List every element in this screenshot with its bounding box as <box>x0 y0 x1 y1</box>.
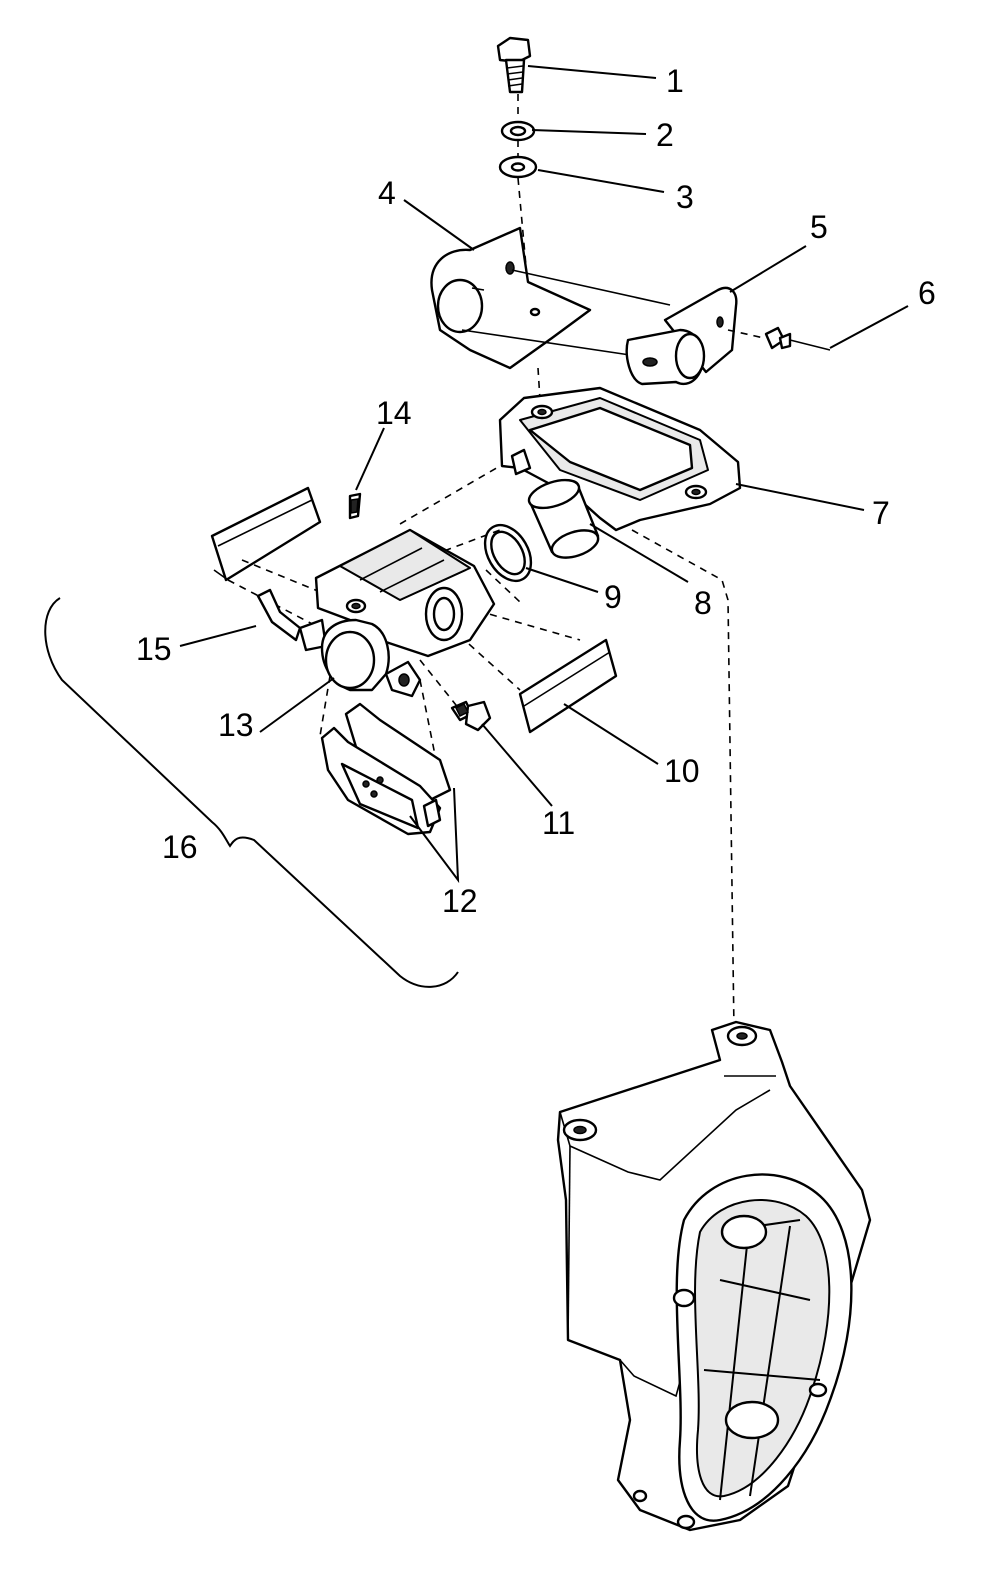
pin <box>727 326 831 351</box>
callout-10: 10 <box>664 753 700 789</box>
callout-14: 14 <box>376 395 412 431</box>
callout-11: 11 <box>542 805 575 841</box>
callout-15: 15 <box>136 631 172 667</box>
bleeder-screw <box>450 700 492 732</box>
callout-2: 2 <box>656 117 674 153</box>
assembly-axis-lower <box>631 529 735 1031</box>
callout-4: 4 <box>378 175 396 211</box>
right-mounting-bracket <box>625 286 738 386</box>
assembly-axis-bracket <box>537 367 541 401</box>
guide-lines <box>227 465 581 781</box>
caliper-housing <box>314 528 496 698</box>
callout-3: 3 <box>676 179 694 215</box>
callout-labels: 1 2 3 4 5 6 7 8 9 10 11 12 13 14 15 16 <box>136 63 936 919</box>
assembly-bracket <box>44 597 459 988</box>
piston <box>527 478 600 559</box>
callout-13: 13 <box>218 707 254 743</box>
callout-8: 8 <box>694 585 712 621</box>
callout-5: 5 <box>810 209 828 245</box>
callout-7: 7 <box>872 495 890 531</box>
lock-washer <box>500 120 536 142</box>
drive-housing-mount <box>556 1020 872 1532</box>
bolt <box>496 36 532 94</box>
brake-line-fitting <box>256 588 328 652</box>
callout-9: 9 <box>604 579 622 615</box>
callout-12: 12 <box>442 883 478 919</box>
flat-washer <box>498 155 538 179</box>
caliper-carrier <box>498 386 742 532</box>
callout-6: 6 <box>918 275 936 311</box>
brake-pads <box>320 702 452 836</box>
dust-cap <box>348 492 362 520</box>
leader-lines <box>179 65 909 884</box>
pad-spring-left <box>210 486 322 582</box>
pad-spring-right <box>518 638 618 734</box>
left-mounting-bracket <box>430 226 671 370</box>
piston-seal <box>483 523 533 583</box>
callout-1: 1 <box>666 63 684 99</box>
callout-16: 16 <box>162 829 198 865</box>
